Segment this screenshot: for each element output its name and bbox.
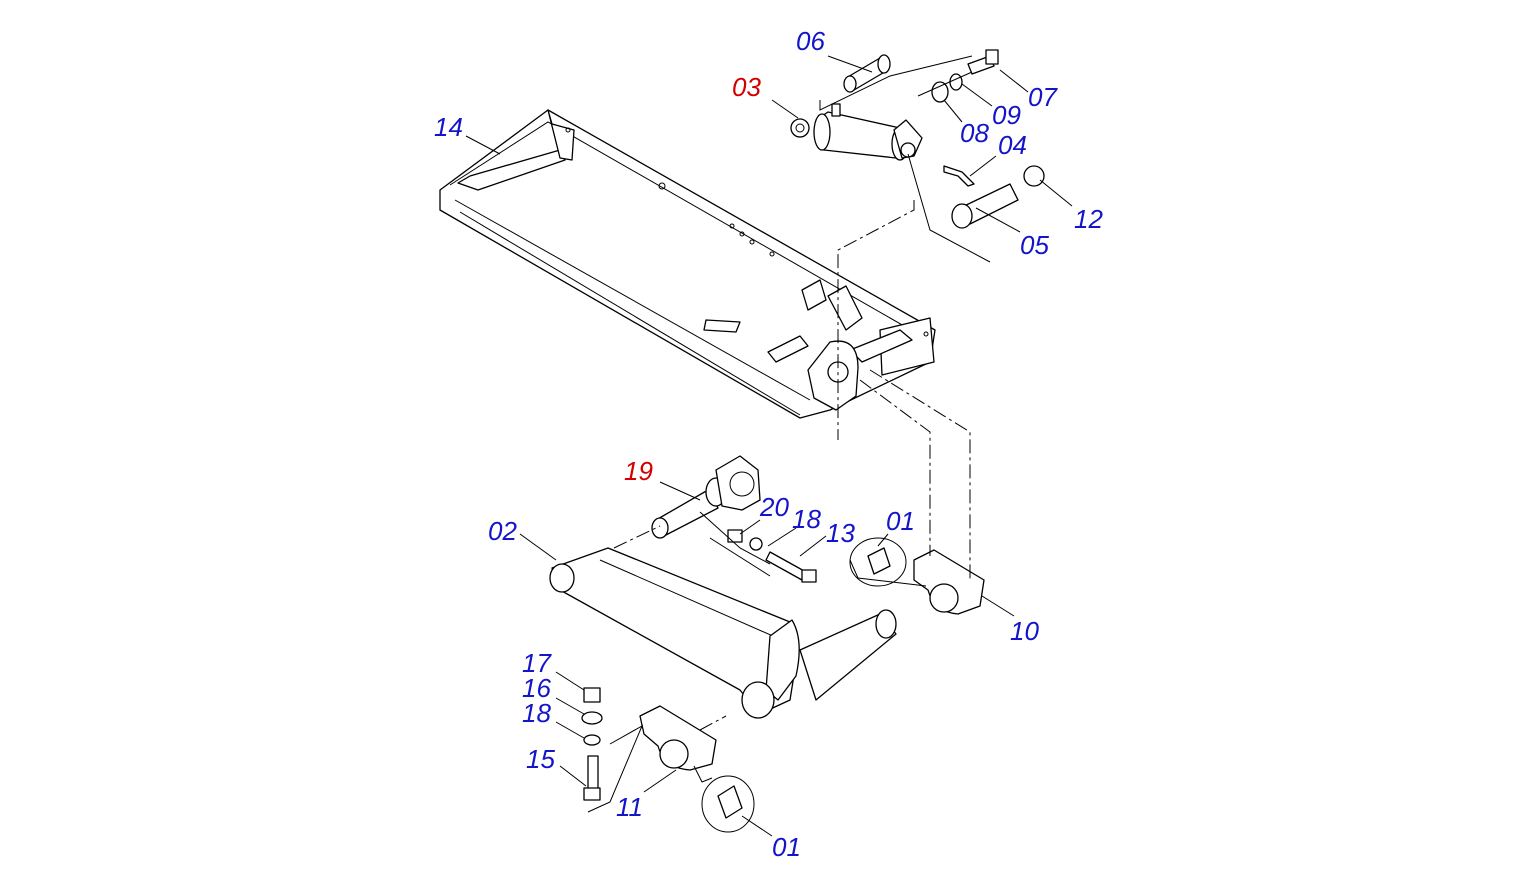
bolt-part-15 [583,755,601,801]
nut-part-17 [583,687,601,703]
washer-part-18a [749,537,763,551]
pin-part-05 [951,183,1019,229]
callout-01a: 01 [886,506,915,536]
callout-03: 03 [732,72,761,102]
callout-09: 09 [992,100,1021,130]
bolt-part-07 [967,49,999,75]
callout-07: 07 [1028,82,1058,112]
washer-part-08 [931,81,949,103]
callout-05: 05 [1020,230,1049,260]
swing-arm-part-02 [549,547,897,719]
callout-14: 14 [434,112,463,142]
callout-13: 13 [826,518,855,548]
bearing-block-part-10 [913,549,985,615]
hydraulic-cylinder-part-03 [790,103,923,161]
pin-part-06 [843,54,891,93]
callout-20: 20 [759,492,789,522]
nut-part-20 [727,529,743,543]
callout-15: 15 [526,744,555,774]
callout-16: 16 [522,673,551,703]
axle-part-19 [651,455,761,539]
washer-part-09 [949,73,963,91]
callout-02: 02 [488,516,517,546]
callout-12: 12 [1074,204,1103,234]
bearing-block-part-11 [639,705,717,771]
assembly-lines [613,200,971,731]
washer-part-16 [581,711,603,725]
callout-08: 08 [960,118,989,148]
callout-18b: 18 [522,698,551,728]
callout-19: 19 [624,456,653,486]
fitting-part-01-lower [701,775,755,833]
callout-06: 06 [796,26,825,56]
washer-part-18b [583,734,601,746]
callout-18a: 18 [792,504,821,534]
fitting-part-01-upper [849,537,907,587]
bolt-part-13 [765,551,817,583]
clip-part-04 [943,165,975,187]
callout-01b: 01 [772,832,801,862]
callout-10: 10 [1010,616,1039,646]
bushing-part-12 [1023,165,1045,187]
leader-lines [465,55,1073,837]
callout-17: 17 [522,648,552,678]
callout-11: 11 [616,792,643,822]
callout-04: 04 [998,130,1027,160]
frame-part-14 [439,109,936,419]
callout-labels: 06 03 07 09 08 04 14 12 05 19 20 18 13 0… [434,26,1103,862]
